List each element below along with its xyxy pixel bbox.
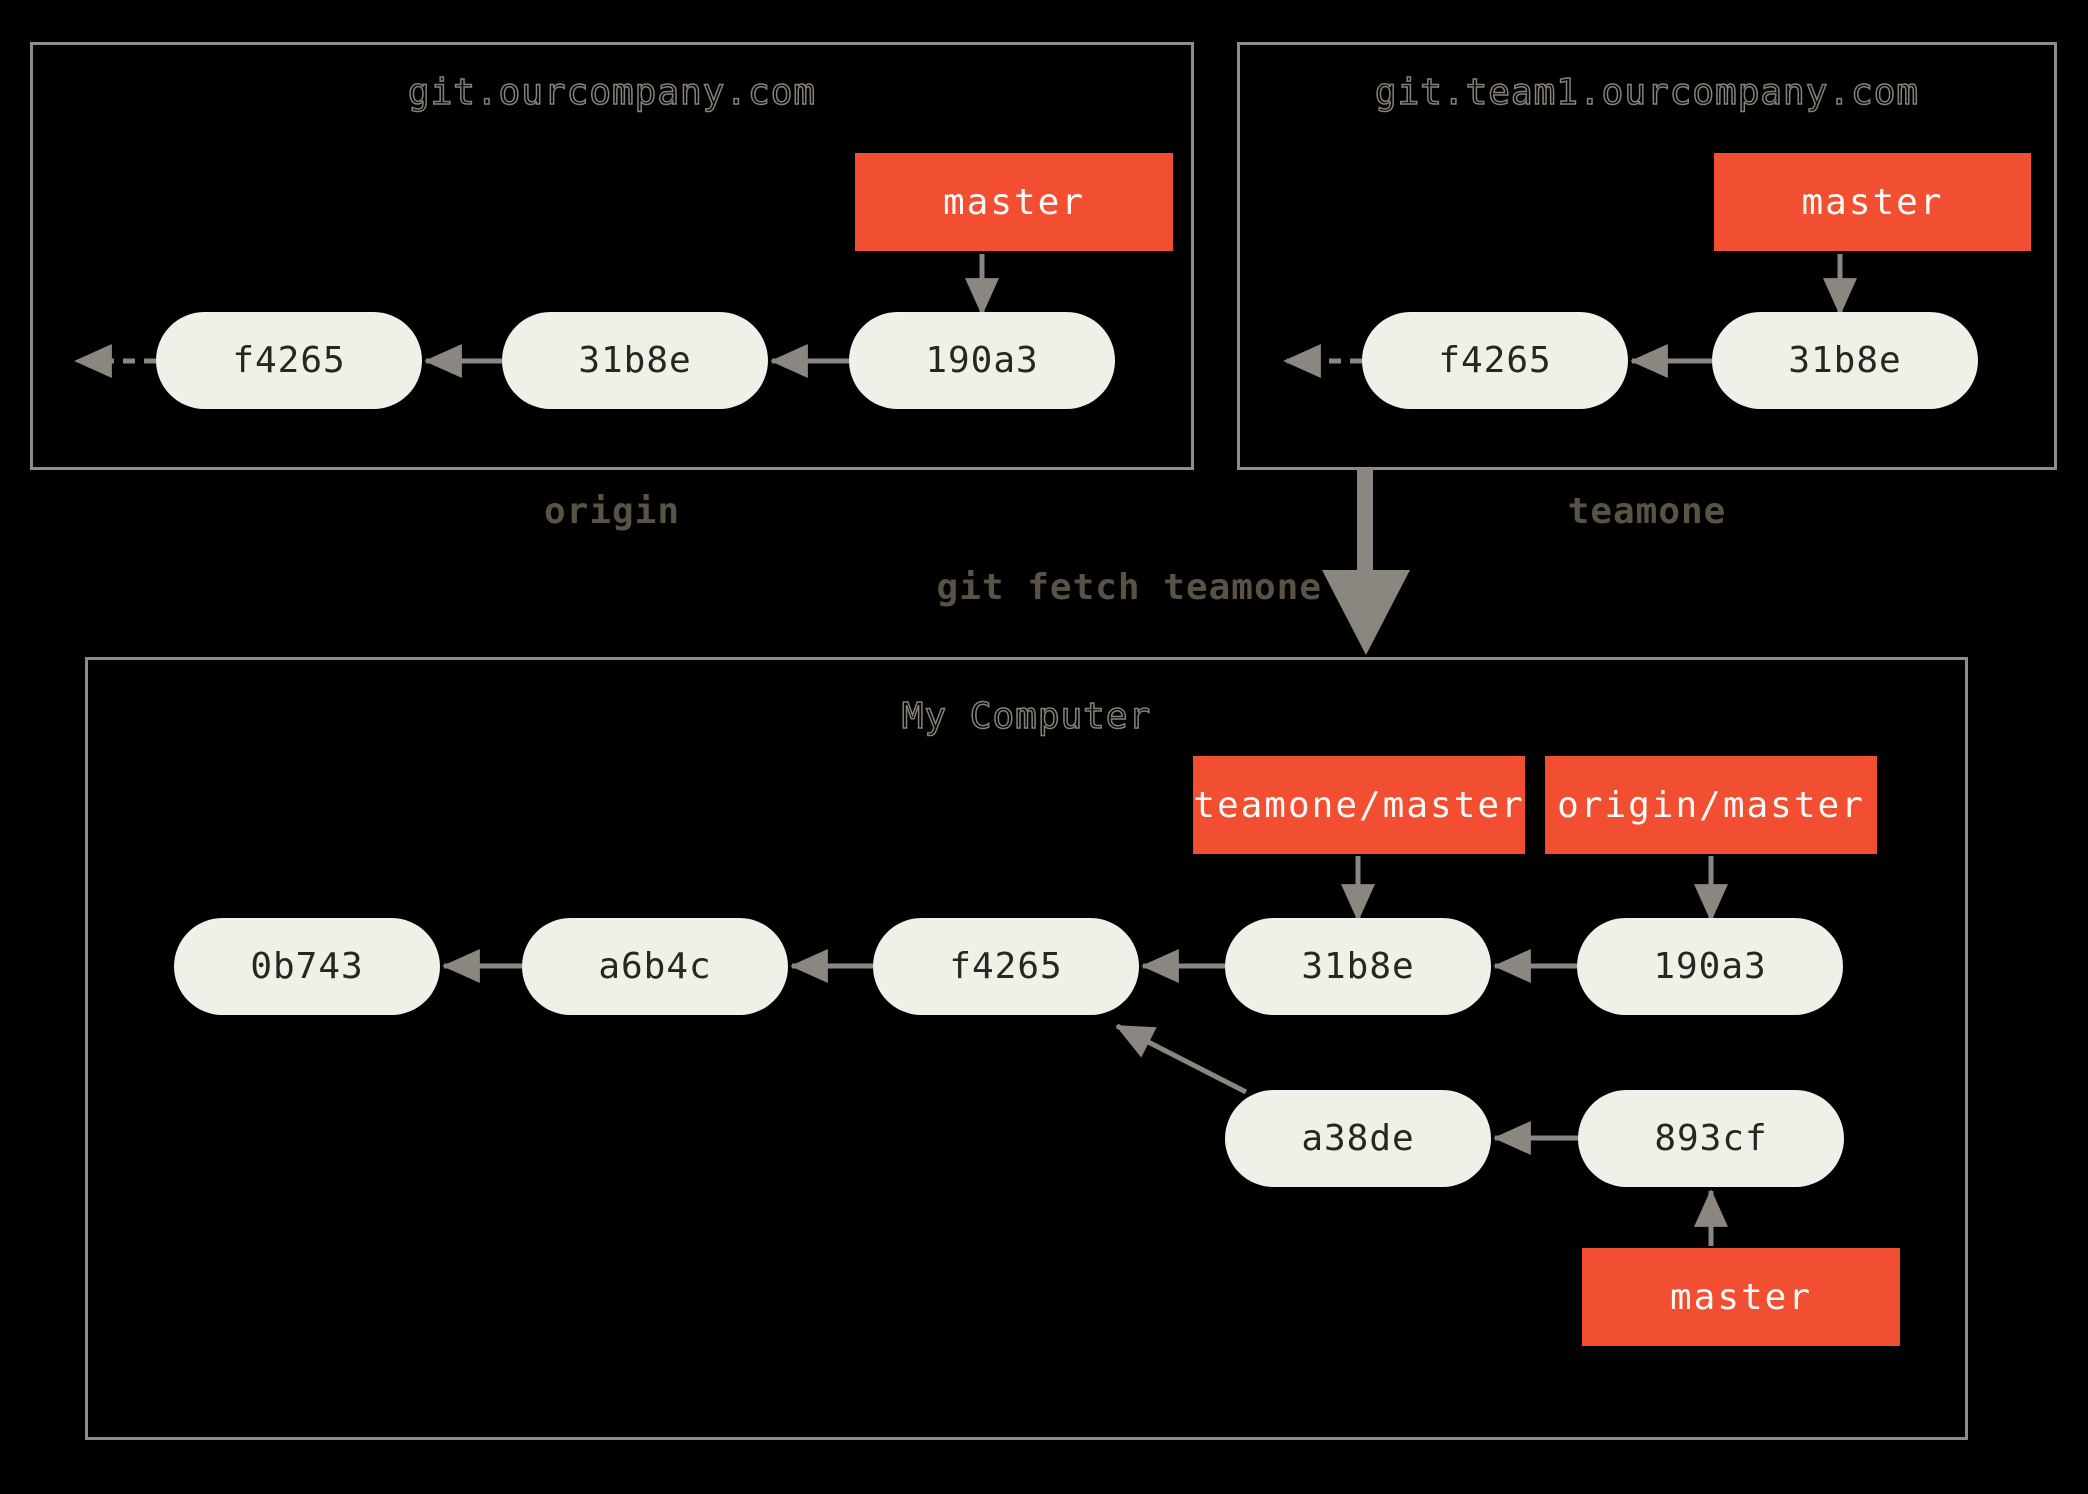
origin-repo-box bbox=[30, 42, 1194, 470]
branch-ref-master: master bbox=[1714, 153, 2031, 251]
origin-repo-title: git.ourcompany.com bbox=[407, 71, 817, 114]
commit-node: a6b4c bbox=[522, 918, 788, 1015]
teamone-repo-label: teamone bbox=[1567, 491, 1727, 532]
teamone-repo-box bbox=[1237, 42, 2057, 470]
commit-node: 31b8e bbox=[502, 312, 768, 409]
commit-node: f4265 bbox=[873, 918, 1139, 1015]
commit-node: 31b8e bbox=[1712, 312, 1978, 409]
local-repo-box bbox=[85, 657, 1968, 1440]
fetch-command-label: git fetch teamone bbox=[936, 567, 1322, 608]
branch-ref-master: master bbox=[855, 153, 1173, 251]
commit-node: a38de bbox=[1225, 1090, 1491, 1187]
commit-node: 190a3 bbox=[1577, 918, 1843, 1015]
teamone-repo-title: git.team1.ourcompany.com bbox=[1374, 71, 1920, 114]
commit-node: 190a3 bbox=[849, 312, 1115, 409]
commit-node: 31b8e bbox=[1225, 918, 1491, 1015]
merge-parent-arrow-icon bbox=[1115, 1023, 1248, 1095]
commit-node: f4265 bbox=[1362, 312, 1628, 409]
commit-node: f4265 bbox=[156, 312, 422, 409]
origin-repo-label: origin bbox=[543, 491, 681, 532]
branch-ref-local-master: master bbox=[1582, 1248, 1900, 1346]
local-repo-title: My Computer bbox=[901, 695, 1152, 738]
remote-ref-origin-master: origin/master bbox=[1545, 756, 1877, 854]
commit-node: 893cf bbox=[1578, 1090, 1844, 1187]
fetch-arrow-icon bbox=[1322, 469, 1410, 655]
remote-ref-teamone-master: teamone/master bbox=[1193, 756, 1525, 854]
commit-node: 0b743 bbox=[174, 918, 440, 1015]
